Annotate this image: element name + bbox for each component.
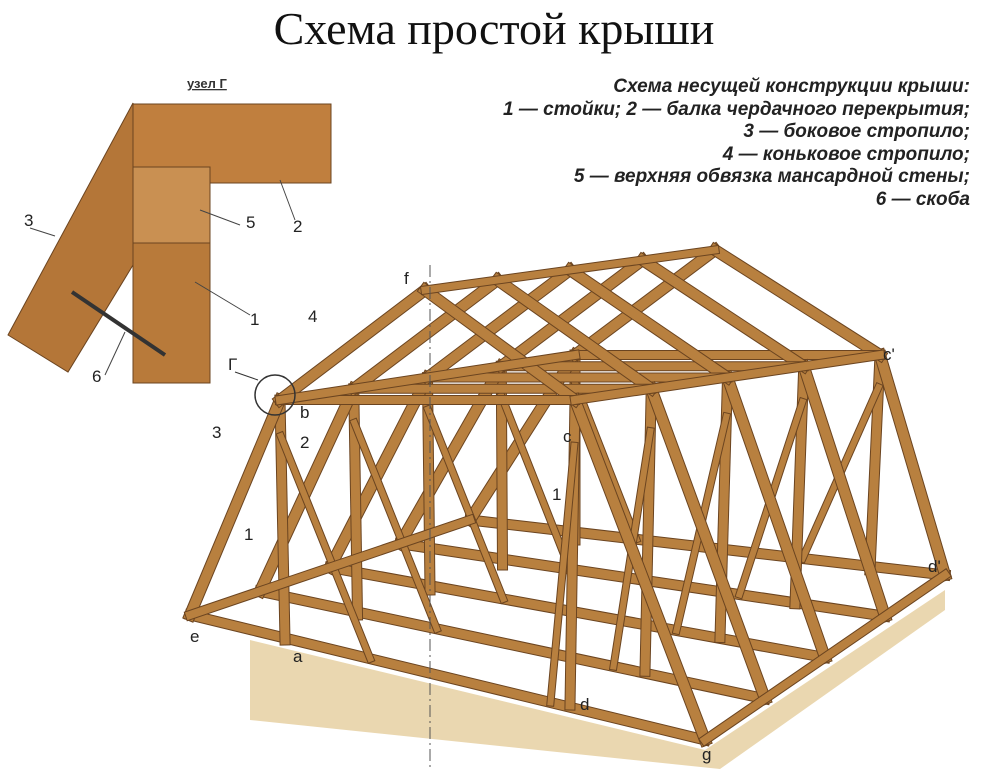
side-rafter <box>721 371 832 664</box>
top-plate <box>275 350 580 405</box>
brace <box>571 378 641 544</box>
label-f: f <box>404 269 409 288</box>
label-1: 1 <box>244 525 253 544</box>
label-b: b <box>300 403 309 422</box>
inset-label-3: 3 <box>24 211 33 230</box>
side-rafter <box>644 382 772 706</box>
ridge-rafter <box>418 283 582 407</box>
frame-labels: Г 4 3 2 1 1 b f c c' d' e a d g <box>190 269 941 764</box>
inset-title: узел Г <box>187 76 227 91</box>
inset-label-1: 1 <box>250 310 259 329</box>
roof-frame <box>182 241 953 748</box>
inset-label-2: 2 <box>293 217 302 236</box>
top-plate <box>570 350 885 405</box>
ridge-rafter <box>568 243 722 362</box>
legend-line: 3 — боковое стропило; <box>743 121 970 142</box>
label-a: a <box>293 647 303 666</box>
ridge-rafter <box>494 252 650 374</box>
legend-heading: Схема несущей конструкции крыши: <box>613 76 970 97</box>
side-rafter <box>568 393 712 747</box>
brace <box>423 405 508 603</box>
inset-node-detail: узел Г 3 5 2 1 6 <box>7 76 332 386</box>
ridge-rafter <box>490 273 659 396</box>
rafter-3 <box>7 102 134 373</box>
inset-label-6: 6 <box>92 367 101 386</box>
brace <box>276 432 375 663</box>
legend: Схема несущей конструкции крыши: 1 — сто… <box>503 76 970 211</box>
top-plate-5 <box>132 166 211 244</box>
side-rafter <box>253 382 361 598</box>
label-c-prime: c' <box>883 345 895 364</box>
sill <box>699 569 951 746</box>
node-g-marker <box>254 374 296 416</box>
label-2: 2 <box>300 433 309 452</box>
label-1: 1 <box>552 485 561 504</box>
brace <box>497 392 574 574</box>
brace <box>547 442 578 706</box>
ridge <box>421 246 719 294</box>
ridge-rafter <box>563 263 735 385</box>
foundation <box>250 590 945 769</box>
label-3: 3 <box>212 423 221 442</box>
inset-label-5: 5 <box>246 213 255 232</box>
label-4: 4 <box>308 307 317 326</box>
floor-beam <box>184 609 711 746</box>
sill <box>184 514 476 621</box>
label-g: g <box>702 745 711 764</box>
ridge-rafter <box>346 272 505 396</box>
legend-line: 6 — скоба <box>875 188 970 210</box>
side-rafter <box>323 370 435 575</box>
legend-line: 4 — коньковое стропило; <box>722 143 970 165</box>
label-e: e <box>190 627 199 646</box>
brace <box>350 418 441 633</box>
side-rafter <box>873 348 952 582</box>
label-c: c <box>563 427 572 446</box>
ridge-rafter <box>708 243 887 362</box>
post-1 <box>132 242 211 384</box>
side-rafter <box>797 359 892 623</box>
legend-line: 1 — стойки; 2 — балка чердачного перекры… <box>503 98 970 120</box>
clamp-6 <box>70 290 167 357</box>
ridge-rafter <box>635 253 811 374</box>
label-d: d <box>580 695 589 714</box>
side-rafter <box>183 393 287 622</box>
ridge-rafter <box>420 262 578 385</box>
diagram-title: Схема простой крыши <box>273 3 715 54</box>
label-d-prime: d' <box>928 557 941 576</box>
legend-line: 5 — верхняя обвязка мансардной стены; <box>573 166 970 187</box>
label-node-g: Г <box>228 355 237 374</box>
ridge-rafter <box>272 282 433 408</box>
